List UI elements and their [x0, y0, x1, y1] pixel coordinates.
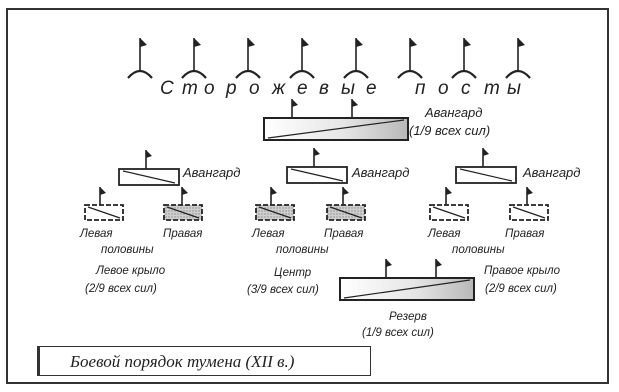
sentry-post-icon	[127, 38, 153, 79]
sentry-post-icon	[451, 38, 477, 79]
sentry-post-icon	[397, 38, 423, 79]
flag-icon	[292, 99, 298, 107]
sentry-letter: с	[461, 78, 471, 99]
right-wing: Левая Правая половины Правое крыло (2/9 …	[427, 187, 561, 295]
sentry-letter: т	[182, 78, 198, 99]
flag-icon	[146, 150, 152, 158]
left-wing-left-label: Левая	[79, 228, 113, 240]
sentry-letter: в	[319, 78, 329, 99]
sentry-letter: о	[249, 78, 260, 99]
wing-vanguards: Авангард Авангард Авангард	[118, 148, 580, 186]
right-wing-share: (2/9 всех сил)	[485, 283, 557, 295]
center-halves-label: половины	[276, 244, 329, 256]
flag-icon	[100, 187, 106, 195]
sentry-post-icon	[235, 38, 261, 79]
sentry-posts	[127, 38, 531, 79]
sentry-letter: ж	[271, 78, 286, 99]
sentry-letter: ы	[341, 78, 355, 99]
reserve-title: Резерв	[389, 311, 427, 323]
sentry-post-icon	[343, 38, 369, 79]
sentry-letter: ы	[507, 78, 521, 99]
right-wing-halves-label: половины	[452, 244, 505, 256]
sentry-letter: е	[366, 78, 377, 99]
figure-frame	[6, 8, 609, 384]
left-wing: Левая Правая половины Левое крыло (2/9 в…	[79, 187, 203, 295]
flag-icon	[436, 259, 442, 267]
sentry-letter: о	[204, 78, 215, 99]
flag-icon	[446, 187, 452, 195]
sentry-post-icon	[289, 38, 315, 79]
sentry-post-icon	[505, 38, 531, 79]
center-right-label: Правая	[324, 228, 363, 240]
center-left-label: Левая	[251, 228, 285, 240]
flag-icon	[483, 148, 489, 156]
left-wing-right-label: Правая	[163, 228, 202, 240]
flag-icon	[386, 259, 392, 267]
left-vanguard-label: Авангард	[182, 165, 240, 180]
right-vanguard-label: Авангард	[522, 165, 580, 180]
left-wing-halves-label: половины	[101, 244, 154, 256]
center-division: Левая Правая половины Центр (3/9 всех си…	[247, 187, 366, 296]
sentry-letter: о	[438, 78, 449, 99]
sentry-letter: п	[415, 78, 426, 99]
sentry-post-icon	[181, 38, 207, 79]
sentry-letter: е	[297, 78, 308, 99]
reserve: Резерв (1/9 всех сил)	[339, 259, 475, 339]
sentry-letter: С	[160, 78, 174, 99]
center-name: Центр	[274, 267, 312, 279]
sentry-letter: т	[484, 78, 500, 99]
flag-icon	[182, 187, 188, 195]
right-wing-name: Правое крыло	[484, 265, 561, 277]
left-wing-share: (2/9 всех сил)	[85, 283, 157, 295]
left-wing-name: Левое крыло	[95, 265, 166, 277]
flag-icon	[271, 187, 277, 195]
main-vanguard-title: Авангард	[424, 105, 482, 120]
reserve-share: (1/9 всех сил)	[362, 327, 434, 339]
flag-icon	[527, 187, 533, 195]
center-vanguard-label: Авангард	[351, 165, 409, 180]
sentry-posts-label: С т о р о ж е в ы е п о с т ы	[160, 78, 521, 99]
sentry-letter: р	[225, 78, 237, 99]
right-wing-right-label: Правая	[505, 228, 544, 240]
flag-icon	[343, 187, 349, 195]
center-share: (3/9 всех сил)	[247, 284, 319, 296]
flag-icon	[314, 148, 320, 156]
caption-box: Боевой порядок тумена (XII в.)	[37, 346, 371, 376]
figure-caption: Боевой порядок тумена (XII в.)	[70, 352, 295, 371]
main-vanguard-share: (1/9 всех сил)	[409, 123, 490, 138]
right-wing-left-label: Левая	[427, 228, 461, 240]
main-vanguard: Авангард (1/9 всех сил)	[263, 99, 490, 141]
flag-icon	[352, 99, 358, 107]
